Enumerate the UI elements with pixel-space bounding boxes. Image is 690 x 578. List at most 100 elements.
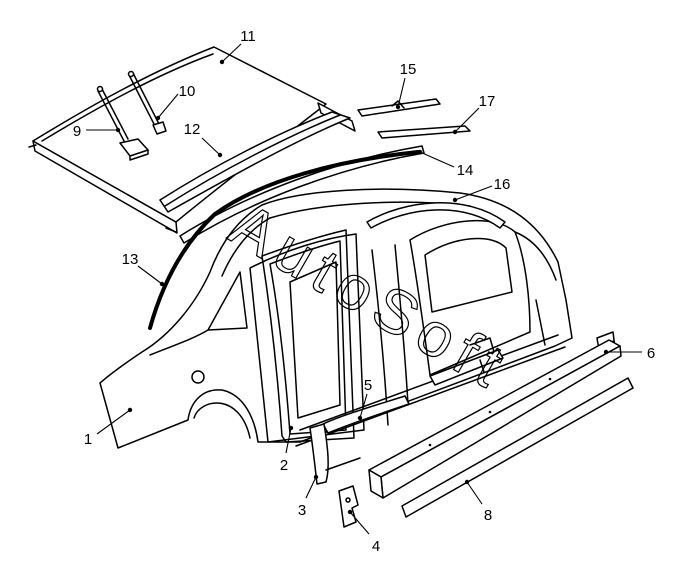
leader-dot-5 <box>357 415 363 421</box>
leader-dot-13 <box>159 281 165 287</box>
door-frame-strip-16-body <box>366 202 506 229</box>
front-door-opening <box>409 219 531 376</box>
leader-line-15 <box>397 77 406 108</box>
rear-door-inner-frame <box>289 261 341 419</box>
rear-quarter-window <box>207 271 248 331</box>
callout-3: 3 <box>298 502 306 519</box>
antenna-rod-10-end <box>152 121 167 135</box>
callout-4: 4 <box>372 538 380 555</box>
leader-dot-15 <box>395 104 401 110</box>
callout-15: 15 <box>400 61 417 78</box>
callout-6: 6 <box>647 345 655 362</box>
door-seal-outer <box>261 229 355 443</box>
sill-upper-line <box>299 334 559 431</box>
door-frame-strip-16 <box>366 202 506 229</box>
pillar-trim-3-foot <box>325 457 361 471</box>
leader-line-1 <box>96 409 131 435</box>
leader-line-2 <box>285 427 292 454</box>
leader-line-11 <box>221 43 242 63</box>
sill-box-end-face <box>368 469 384 499</box>
leader-line-14 <box>419 151 455 168</box>
leader-line-4 <box>349 511 370 535</box>
small-strip-15-tab <box>391 100 405 109</box>
callout-11: 11 <box>240 28 256 45</box>
leader-line-12 <box>201 137 221 156</box>
leader-line-13 <box>137 265 163 285</box>
sill-lower-line <box>295 346 566 447</box>
rear-quarter-crease <box>149 329 209 356</box>
sill-box-hole-a <box>428 443 432 447</box>
hinge-pillar-line <box>535 299 546 346</box>
body-side-panel <box>99 188 573 449</box>
callout-12: 12 <box>184 121 201 138</box>
antenna-rod-10-shaft-b <box>132 72 161 127</box>
bracket-4-hole <box>345 497 351 503</box>
pillar-strip-13 <box>148 150 420 330</box>
sill-strip-8-body <box>401 377 634 518</box>
pillar-strip-13-body <box>148 150 420 330</box>
leader-dot-3 <box>313 474 319 480</box>
leader-dot-6 <box>603 349 609 355</box>
antenna-rod-10-shaft-a <box>128 74 157 129</box>
callout-1: 1 <box>84 431 92 448</box>
pillar-trim-3 <box>309 423 361 485</box>
antenna-rod-9-tip <box>96 85 104 93</box>
callout-13: 13 <box>122 251 139 268</box>
a-pillar-line <box>514 231 557 281</box>
roof-panel-tabs <box>28 144 177 233</box>
roof-rail-strip-12 <box>159 111 351 213</box>
callout-2: 2 <box>280 457 288 474</box>
leader-line-16 <box>454 185 493 201</box>
leader-dot-1 <box>127 407 133 413</box>
callout-8: 8 <box>484 507 492 524</box>
antenna-rod-10 <box>127 70 167 135</box>
callout-14: 14 <box>457 162 474 179</box>
leader-dot-9 <box>115 127 121 133</box>
antenna-rod-9-base-side <box>129 149 149 161</box>
c-pillar-inner-line <box>221 217 271 277</box>
leader-dot-4 <box>347 509 353 515</box>
antenna-rod-9-shaft-a <box>97 90 125 142</box>
fuel-filler-icon <box>191 370 205 384</box>
bracket-4 <box>338 485 359 528</box>
roof-panel-front-lip <box>41 53 214 142</box>
sill-step-bracket-detail <box>469 337 495 373</box>
antenna-rod-9 <box>96 85 149 161</box>
leader-dot-10 <box>155 115 161 121</box>
roof-rail-strip-12-crease <box>164 114 341 207</box>
sill-box-hole-c <box>548 377 552 381</box>
leader-dot-2 <box>288 425 294 431</box>
sill-step-bracket <box>429 349 504 386</box>
body-side-outline <box>99 188 573 449</box>
leader-line-8 <box>466 481 483 505</box>
small-strip-17 <box>377 125 471 139</box>
b-pillar-rear-line <box>394 244 409 406</box>
callout-16: 16 <box>494 176 511 193</box>
rear-wheel-arch-lip <box>193 402 251 439</box>
antenna-rod-9-shaft-b <box>101 88 129 140</box>
leader-line-3 <box>305 476 317 499</box>
leader-dot-16 <box>452 197 458 203</box>
leader-dot-17 <box>452 129 458 135</box>
leader-dot-14 <box>417 149 423 155</box>
bracket-4-body <box>338 485 359 528</box>
leader-dot-11 <box>219 59 225 65</box>
front-door-window-frame <box>424 237 513 313</box>
callout-10: 10 <box>179 83 196 100</box>
callout-17: 17 <box>479 93 496 110</box>
sill-trim-5-body <box>322 395 410 434</box>
pillar-trim-3-body <box>309 423 329 485</box>
small-strip-17-body <box>377 125 471 139</box>
leader-line-10 <box>157 93 179 119</box>
sill-box-hole-b <box>488 410 492 414</box>
sill-trim-5 <box>322 395 410 434</box>
roof-panel-surface <box>32 46 327 223</box>
callout-5: 5 <box>364 377 372 394</box>
leader-lines <box>86 43 642 535</box>
roof-rail-strip-12-body <box>159 111 351 213</box>
leader-line-17 <box>454 107 480 133</box>
sill-box-section <box>368 339 622 499</box>
leader-dot-12 <box>217 152 223 158</box>
leader-line-5 <box>359 393 368 419</box>
